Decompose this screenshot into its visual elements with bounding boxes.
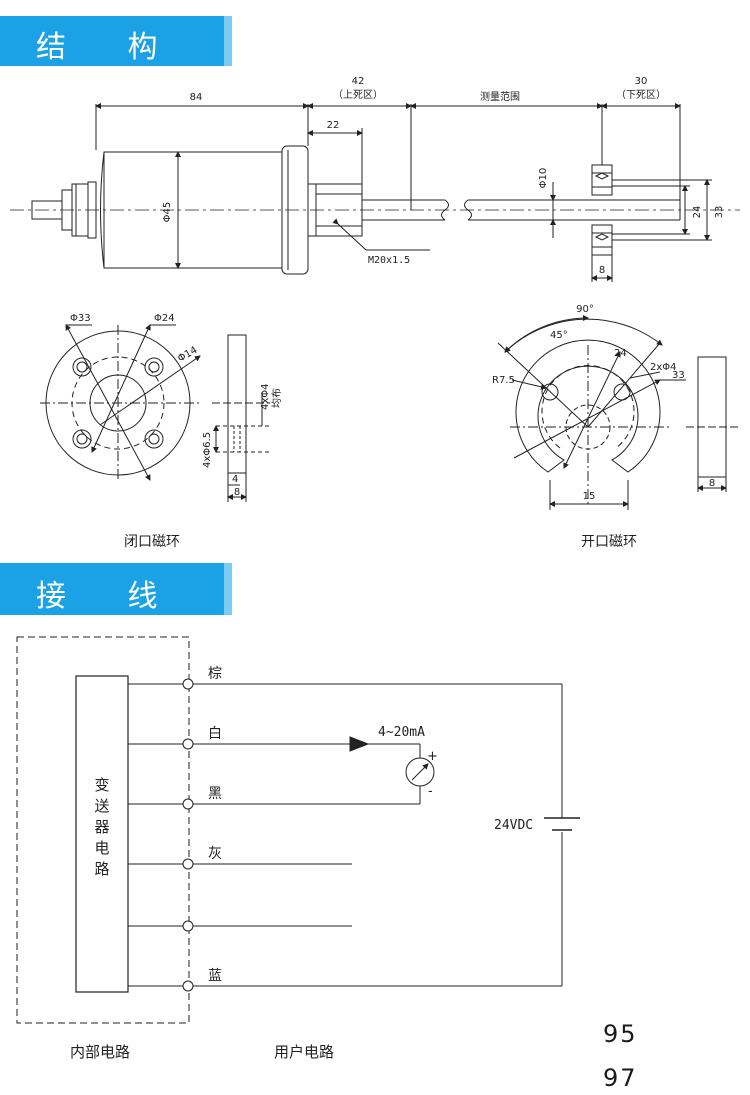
wire-label-white: 白 bbox=[208, 726, 222, 742]
dim-33: 33 bbox=[714, 206, 725, 219]
magnet-ring-top bbox=[591, 164, 613, 196]
dim-phi24: Φ24 bbox=[154, 313, 175, 324]
housing-body bbox=[100, 151, 283, 269]
wiring-labels: 变 送 器 电 路 棕 白 黑 灰 蓝 4~20mA + - 24VDC 内部电… bbox=[70, 666, 533, 1061]
thread-fitting bbox=[315, 183, 363, 237]
holes-2xphi4: 2xΦ4 bbox=[650, 362, 677, 373]
transmitter-char: 电 bbox=[94, 839, 109, 857]
wire-label-black: 黑 bbox=[208, 786, 222, 802]
dim-22: 22 bbox=[327, 120, 340, 131]
holes-4xphi4: 4xΦ4 bbox=[260, 383, 271, 410]
dim-24: 24 bbox=[692, 206, 703, 219]
wiring-section-banner: 接 线 图 bbox=[0, 563, 224, 658]
dim-phi10: Φ10 bbox=[538, 168, 549, 189]
supply-label: 24VDC bbox=[494, 818, 533, 833]
dim-w8-side: 8 bbox=[709, 478, 715, 489]
dead-zone-top: （上死区） bbox=[333, 89, 383, 101]
plus-sign: + bbox=[427, 749, 438, 764]
closed-ring-labels: Φ33 Φ24 Φ14 4xΦ4 均布 4xΦ6.5 4 8 闭口磁环 bbox=[70, 313, 283, 550]
structure-section-title: 结 构 图 bbox=[36, 30, 184, 109]
dim-d33: 33 bbox=[672, 370, 685, 381]
structure-labels: 84 42 （上死区） 22 测量范围 30 （下死区） Φ45 M20x1.5… bbox=[162, 76, 725, 276]
dim-w4: 4 bbox=[232, 474, 238, 485]
structure-section-banner: 结 构 图 bbox=[0, 16, 224, 109]
dim-phi45: Φ45 bbox=[162, 202, 173, 223]
dim-8: 8 bbox=[599, 265, 605, 276]
closed-ring-side bbox=[212, 334, 270, 502]
dim-w15: 15 bbox=[583, 491, 596, 502]
wire-label-gray: 灰 bbox=[208, 846, 222, 862]
dim-84: 84 bbox=[190, 92, 203, 103]
inner-circuit-label: 内部电路 bbox=[70, 1043, 130, 1061]
transmitter-box bbox=[75, 675, 129, 993]
signal-arrow bbox=[349, 736, 420, 752]
evenly-distributed: 均布 bbox=[271, 388, 283, 408]
wire-label-blue: 蓝 bbox=[208, 968, 222, 984]
transmitter-char: 送 bbox=[94, 797, 109, 815]
open-ring-caption: 开口磁环 bbox=[581, 534, 637, 550]
dim-42: 42 bbox=[352, 76, 365, 87]
dim-30: 30 bbox=[635, 76, 648, 87]
page-number: 97 bbox=[603, 1064, 638, 1092]
closed-ring-caption: 闭口磁环 bbox=[124, 534, 180, 550]
wire-label-brown: 棕 bbox=[208, 666, 222, 682]
sensor-structure bbox=[10, 103, 740, 282]
signal-label: 4~20mA bbox=[378, 725, 425, 740]
user-circuit-label: 用户电路 bbox=[274, 1043, 334, 1061]
dim-phi33: Φ33 bbox=[70, 313, 91, 324]
banner-accent bbox=[224, 16, 232, 66]
thread-label: M20x1.5 bbox=[368, 255, 410, 266]
dim-d24: 24 bbox=[614, 348, 627, 359]
banner-accent bbox=[224, 563, 232, 615]
dim-w8: 8 bbox=[234, 487, 240, 498]
transmitter-char: 器 bbox=[94, 818, 109, 836]
wiring-diagram bbox=[16, 636, 580, 1024]
minus-sign: - bbox=[428, 784, 433, 799]
open-ring-front bbox=[497, 314, 686, 510]
angle-45: 45° bbox=[550, 330, 568, 341]
measure-range: 测量范围 bbox=[480, 90, 520, 103]
dead-zone-bottom: （下死区） bbox=[616, 89, 666, 101]
open-ring-labels: 90° 45° 24 R7.5 2xΦ4 33 15 8 开口磁环 bbox=[492, 304, 715, 550]
radius-r7-5: R7.5 bbox=[492, 375, 515, 386]
holes-4xphi6-5: 4xΦ6.5 bbox=[202, 432, 213, 468]
transmitter-char: 变 bbox=[94, 776, 109, 794]
page-number: 95 bbox=[603, 1020, 638, 1048]
dim-phi14: Φ14 bbox=[176, 345, 199, 365]
open-ring-side bbox=[686, 356, 740, 492]
transmitter-char: 路 bbox=[94, 860, 109, 878]
angle-90: 90° bbox=[576, 304, 594, 315]
inner-circuit-boundary bbox=[16, 636, 190, 1024]
wiring-section-title: 接 线 图 bbox=[36, 579, 184, 658]
closed-ring-front bbox=[40, 324, 201, 482]
